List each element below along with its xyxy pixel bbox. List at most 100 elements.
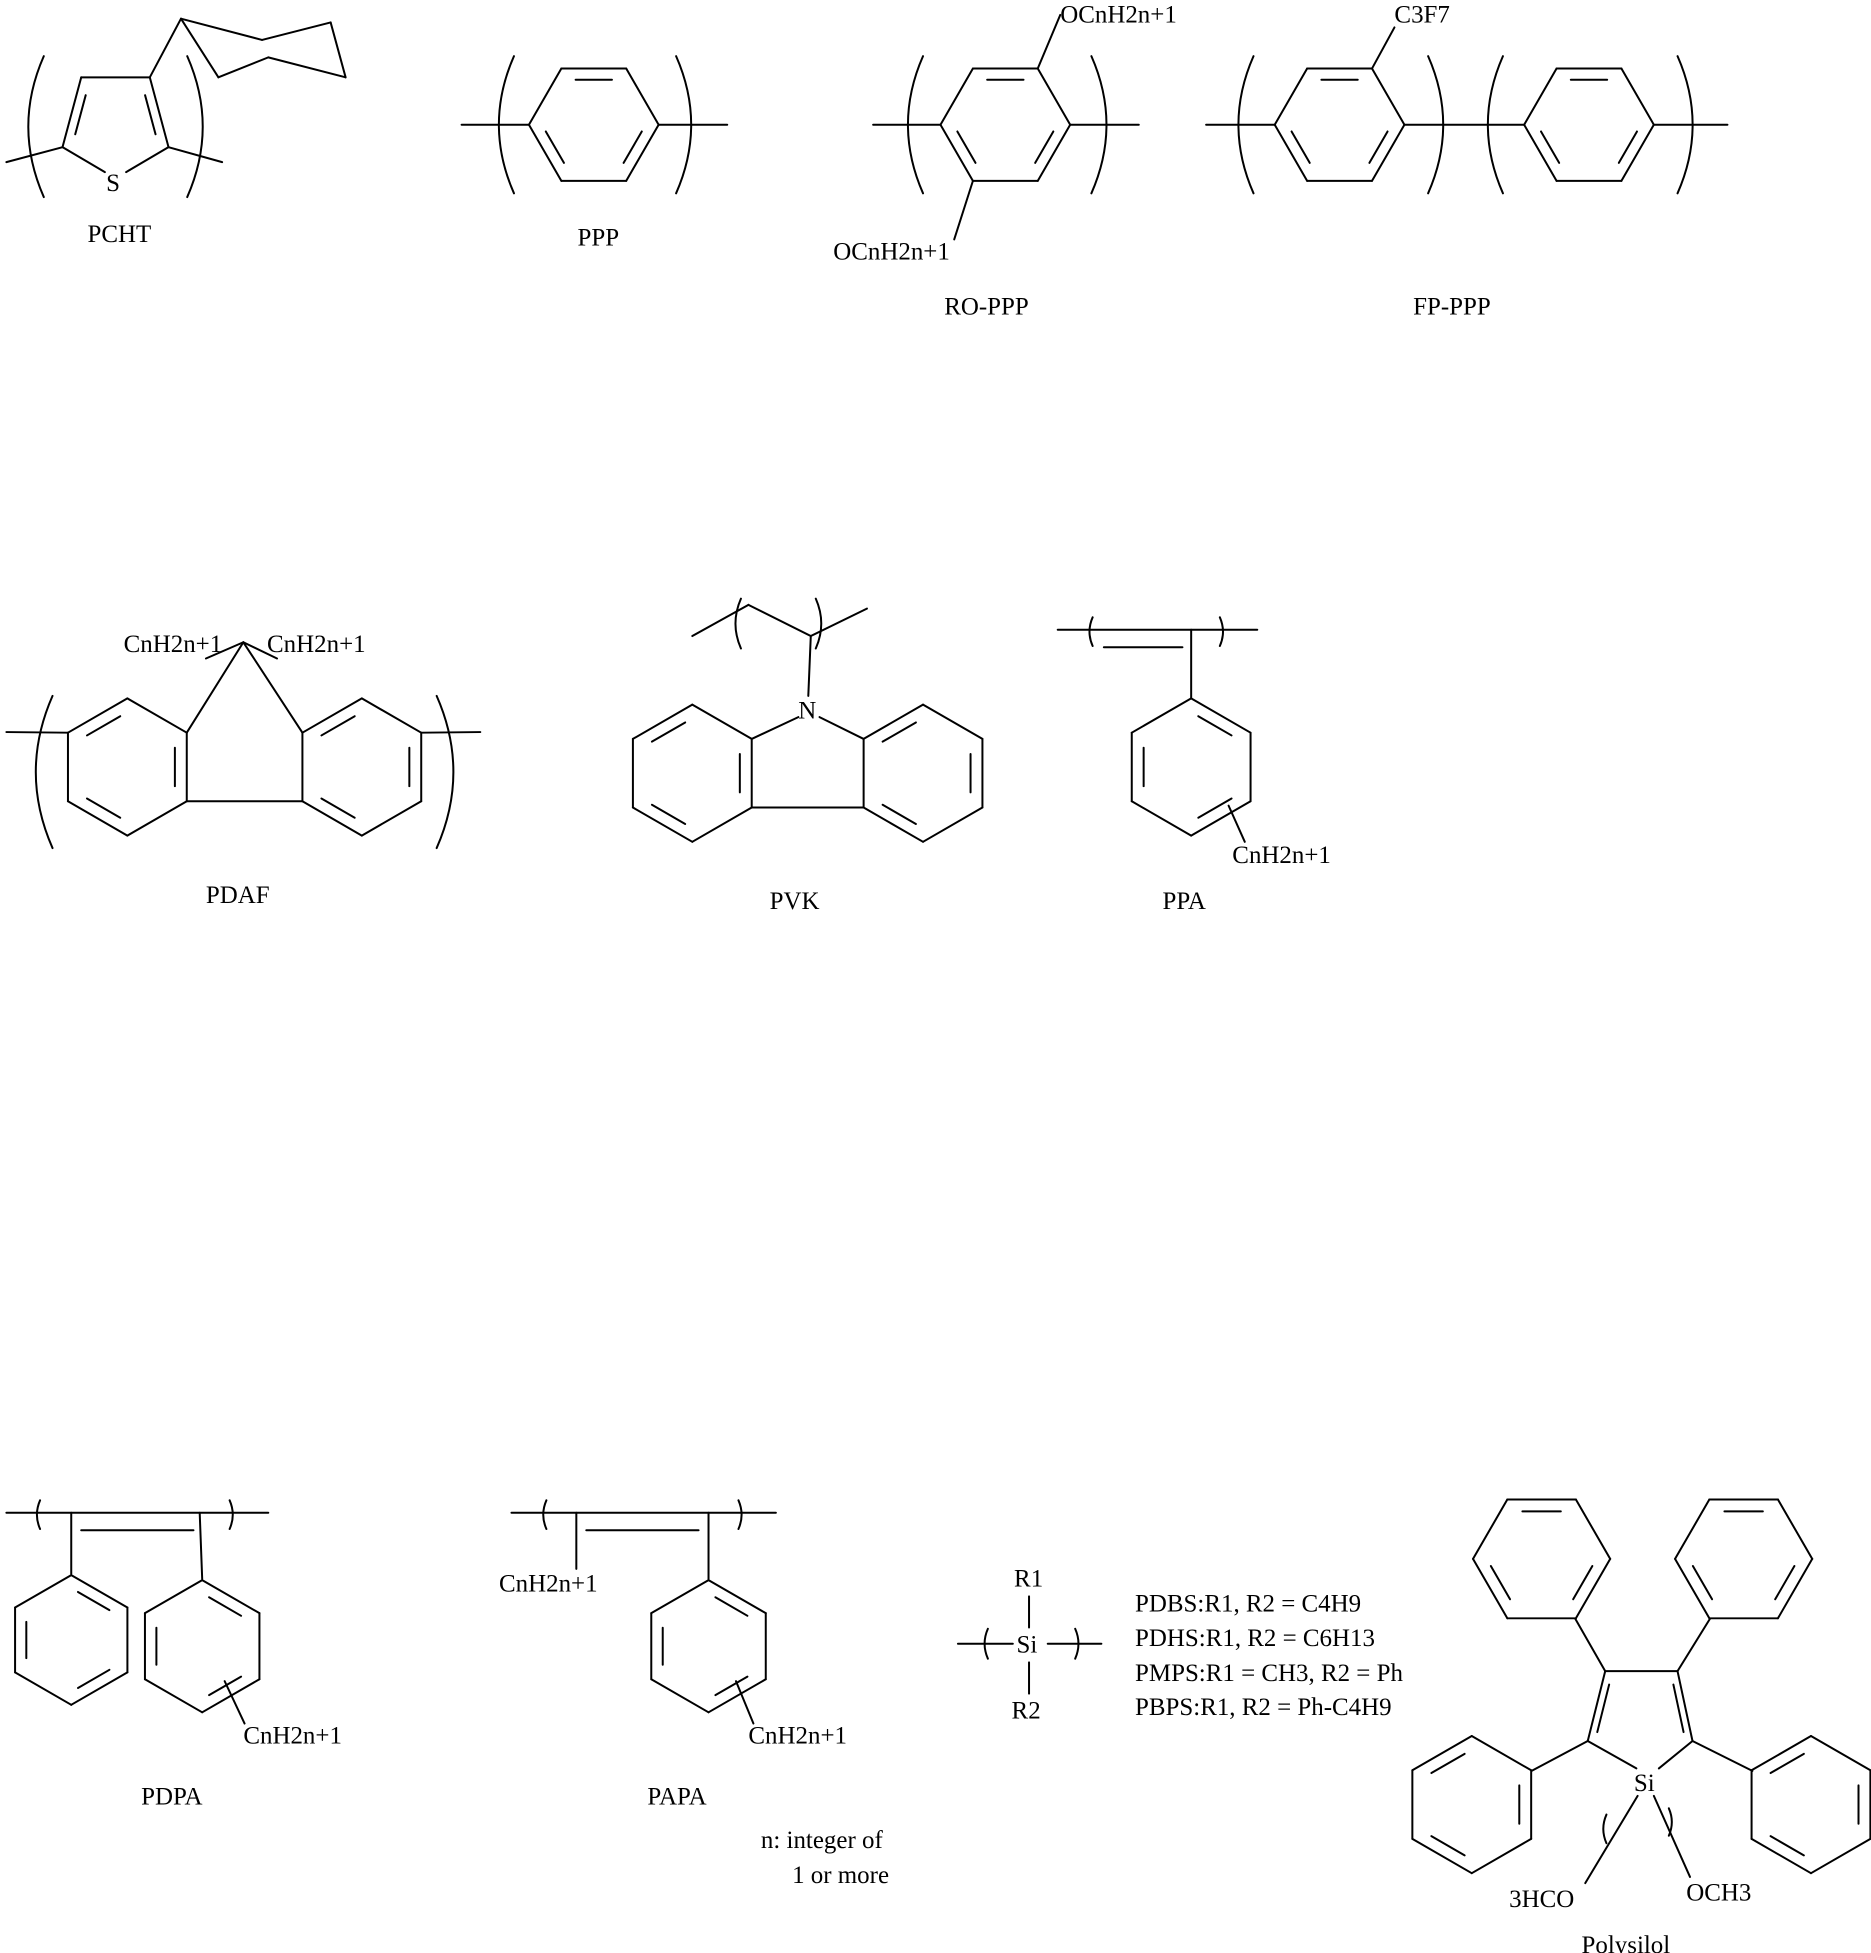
ring-bond [1675, 1559, 1709, 1618]
bond [1678, 1671, 1693, 1741]
open-paren [37, 1500, 40, 1529]
ring-bond [1038, 125, 1070, 181]
atom-n: N [798, 697, 816, 724]
ring-bond [1524, 125, 1556, 181]
ring-bond [529, 69, 561, 125]
sub-alkyl: CnH2n+1 [1232, 842, 1331, 869]
bond [268, 57, 345, 77]
ring-bond [1778, 1559, 1812, 1618]
open-paren [1603, 1815, 1606, 1844]
sub-c3f7: C3F7 [1394, 1, 1449, 28]
bond-lines [6, 15, 1870, 1883]
bond [200, 1513, 202, 1579]
open-paren [28, 56, 44, 197]
ring-bond [940, 69, 972, 125]
ring-bond [15, 1672, 71, 1704]
bond [1588, 1741, 1637, 1768]
open-paren [1089, 617, 1092, 646]
ring-bond [1132, 698, 1191, 732]
ring-bond [1752, 1736, 1811, 1770]
variant-pdhs: PDHS:R1, R2 = C6H13 [1135, 1625, 1375, 1652]
variant-pbps: PBPS:R1, R2 = Ph-C4H9 [1135, 1694, 1392, 1721]
bond [6, 147, 62, 162]
sub-alkyl-ring: CnH2n+1 [748, 1722, 847, 1749]
ring-bond [127, 698, 186, 732]
ring-bond [1621, 125, 1653, 181]
atom-si: Si [1017, 1631, 1038, 1658]
note-line-1: n: integer of [761, 1827, 884, 1854]
ring-bond [145, 1679, 202, 1712]
r1-label: R1 [1014, 1565, 1043, 1592]
ring-bond [633, 705, 692, 739]
bond [6, 732, 68, 733]
bond [150, 19, 181, 78]
ring-bond [1038, 69, 1070, 125]
bond [218, 57, 268, 77]
bond [1038, 15, 1060, 69]
ring-bond [15, 1575, 71, 1607]
ring-bond [940, 125, 972, 181]
bond [808, 636, 810, 696]
bond [1659, 1741, 1693, 1768]
open-paren [36, 696, 53, 848]
double-bond [145, 95, 155, 134]
bond [262, 22, 331, 39]
label-pvk: PVK [770, 888, 820, 915]
ring-bond [923, 808, 982, 842]
bond [225, 1681, 245, 1723]
methoxy-left: 3HCO [1509, 1886, 1574, 1913]
ring-bond [1675, 1500, 1709, 1559]
bond [421, 732, 480, 733]
sub-alkoxy-top: OCnH2n+1 [1060, 1, 1177, 28]
ring-bond [1412, 1839, 1471, 1873]
ring-bond [529, 125, 561, 181]
ring-bond [1811, 1839, 1870, 1873]
ring-bond [302, 698, 361, 732]
ring-bond [651, 1580, 708, 1613]
ring-bond [145, 1580, 202, 1613]
bond [1372, 27, 1394, 68]
label-ro-ppp: RO-PPP [944, 293, 1029, 320]
ring-bond [1778, 1500, 1812, 1559]
note-line-2: 1 or more [792, 1862, 889, 1889]
close-paren [1220, 617, 1223, 646]
bond [820, 717, 864, 739]
ring-bond [1472, 1736, 1531, 1770]
open-paren [735, 599, 740, 649]
sub-alkyl-right: CnH2n+1 [267, 631, 366, 658]
ring-bond [1576, 1500, 1610, 1559]
bond [63, 77, 82, 147]
close-paren [230, 1500, 233, 1529]
ring-bond [692, 705, 751, 739]
label-papa: PAPA [647, 1784, 706, 1811]
double-bond [75, 95, 85, 134]
sub-alkyl: CnH2n+1 [243, 1722, 342, 1749]
sub-alkyl-chain: CnH2n+1 [499, 1570, 598, 1597]
ring-bond [709, 1580, 766, 1613]
ring-bond [651, 1679, 708, 1712]
open-paren [543, 1500, 546, 1529]
label-ppa: PPA [1162, 888, 1205, 915]
ring-bond [362, 698, 421, 732]
bond [1654, 1796, 1690, 1877]
methoxy-right: OCH3 [1686, 1880, 1751, 1907]
ring-bond [1752, 1839, 1811, 1873]
bond [692, 605, 748, 636]
ring-bond [1472, 1839, 1531, 1873]
ring-bond [302, 801, 361, 835]
ring-bond [362, 801, 421, 835]
ring-bond [1524, 69, 1556, 125]
label-polysilol: Polysilol [1582, 1932, 1671, 1953]
atom-si: Si [1634, 1770, 1655, 1797]
ring-bond [1275, 69, 1307, 125]
ring-bond [864, 808, 923, 842]
ring-bond [1132, 801, 1191, 835]
sub-alkoxy-bottom: OCnH2n+1 [833, 238, 950, 265]
ring-bond [1372, 69, 1404, 125]
bond [1575, 1619, 1605, 1671]
bond [1229, 806, 1245, 842]
ring-bond [1275, 125, 1307, 181]
ring-bond [68, 698, 127, 732]
ring-bond [127, 801, 186, 835]
